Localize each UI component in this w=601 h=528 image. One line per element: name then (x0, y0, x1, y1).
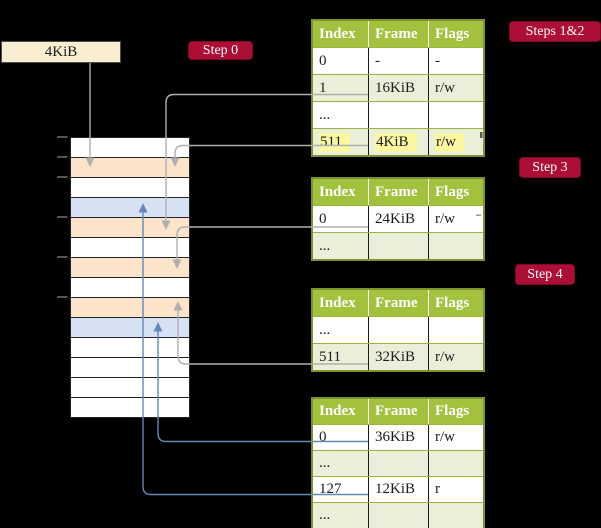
memory-row-9-peach (71, 298, 189, 318)
table-cell: 12KiB (368, 477, 428, 502)
frame-size-label: 4KiB (44, 43, 78, 60)
memory-row-10-blue (71, 318, 189, 338)
memory-row-7-peach (71, 258, 189, 278)
table-cell: 511 (319, 348, 341, 365)
badge-steps-1-2: Steps 1&2 (509, 21, 601, 42)
memory-row-8-white (71, 278, 189, 298)
header-cell-frame: Frame (368, 21, 428, 47)
table-cell: 1 (319, 79, 327, 96)
header-cell-frame: Frame (368, 290, 428, 316)
header-cell-frame: Frame (368, 399, 428, 424)
header-cell-index: Index (319, 294, 356, 311)
highlighted-value: 511 (319, 132, 350, 152)
table-cell: 4KiB (368, 129, 428, 155)
header-cell-flags: Flags (428, 290, 483, 316)
table-row: 0 -- (313, 47, 483, 74)
table-cell: 127 (319, 481, 342, 497)
table-row: ... (313, 232, 483, 259)
header-cell-index: Index (319, 403, 356, 419)
table-cell (368, 451, 428, 476)
table-cell: 0 (319, 52, 327, 69)
table-cell: ... (319, 507, 331, 523)
table-cell: 24KiB (368, 206, 428, 232)
table-cell: r/w (428, 206, 483, 232)
table-cell (428, 317, 483, 343)
table-cell: ... (319, 455, 331, 471)
table-cell: ... (319, 106, 331, 123)
memory-row-3-white (71, 178, 189, 198)
header-cell-index: Index (319, 183, 356, 200)
table-cell: r/w (428, 344, 483, 370)
table-row: ... (313, 316, 483, 343)
header-cell-flags: Flags (428, 21, 483, 47)
header-cell-index: Index (319, 25, 356, 42)
memory-row-5-peach (71, 218, 189, 238)
table-cell: ... (319, 321, 331, 338)
table-cell: - (368, 48, 428, 74)
table-cell: 32KiB (368, 344, 428, 370)
memory-row-4-blue (71, 198, 189, 218)
table-cell: 511 (313, 129, 368, 155)
badge-step-3: Step 3 (519, 157, 581, 178)
memory-row-11-white (71, 338, 189, 358)
highlighted-value: r/w (435, 132, 464, 152)
table-cell (368, 233, 428, 259)
header-cell-flags: Flags (428, 179, 483, 205)
table-cell: 16KiB (368, 75, 428, 101)
badge-step-0: Step 0 (188, 41, 253, 60)
table-cell: 0 (319, 429, 327, 445)
memory-row-2-peach (71, 158, 189, 178)
table-row: 511 4KiB r/w (313, 128, 483, 155)
table-cell (368, 317, 428, 343)
badge-step-4: Step 4 (515, 264, 575, 285)
memory-row-1-white (71, 138, 189, 158)
table-cell: r/w (428, 75, 483, 101)
memory-ticks (57, 136, 68, 298)
table-cell (428, 503, 483, 528)
table-row: ... (313, 502, 483, 528)
table-cell (368, 102, 428, 128)
table-cell: - (428, 48, 483, 74)
header-cell-frame: Frame (368, 179, 428, 205)
memory-row-13-white (71, 378, 189, 398)
highlighted-value: 4KiB (375, 132, 417, 152)
table-row: ... (313, 450, 483, 476)
memory-row-12-white (71, 358, 189, 378)
header-cell-flags: Flags (428, 399, 483, 424)
frame-size-box: 4KiB (1, 41, 121, 63)
table-cell: ... (319, 237, 331, 254)
memory-row-14-white (71, 398, 189, 417)
memory-column (70, 137, 190, 418)
table-cell (428, 102, 483, 128)
table-row: ... (313, 101, 483, 128)
table-cell (368, 503, 428, 528)
table-cell: r/w (428, 425, 483, 450)
table-cell: r/w (428, 129, 483, 155)
table-cell: r (428, 477, 483, 502)
table-cell: 36KiB (368, 425, 428, 450)
table-cell (428, 233, 483, 259)
table-cell (428, 451, 483, 476)
table-cell: 0 (319, 210, 327, 227)
memory-row-6-white (71, 238, 189, 258)
